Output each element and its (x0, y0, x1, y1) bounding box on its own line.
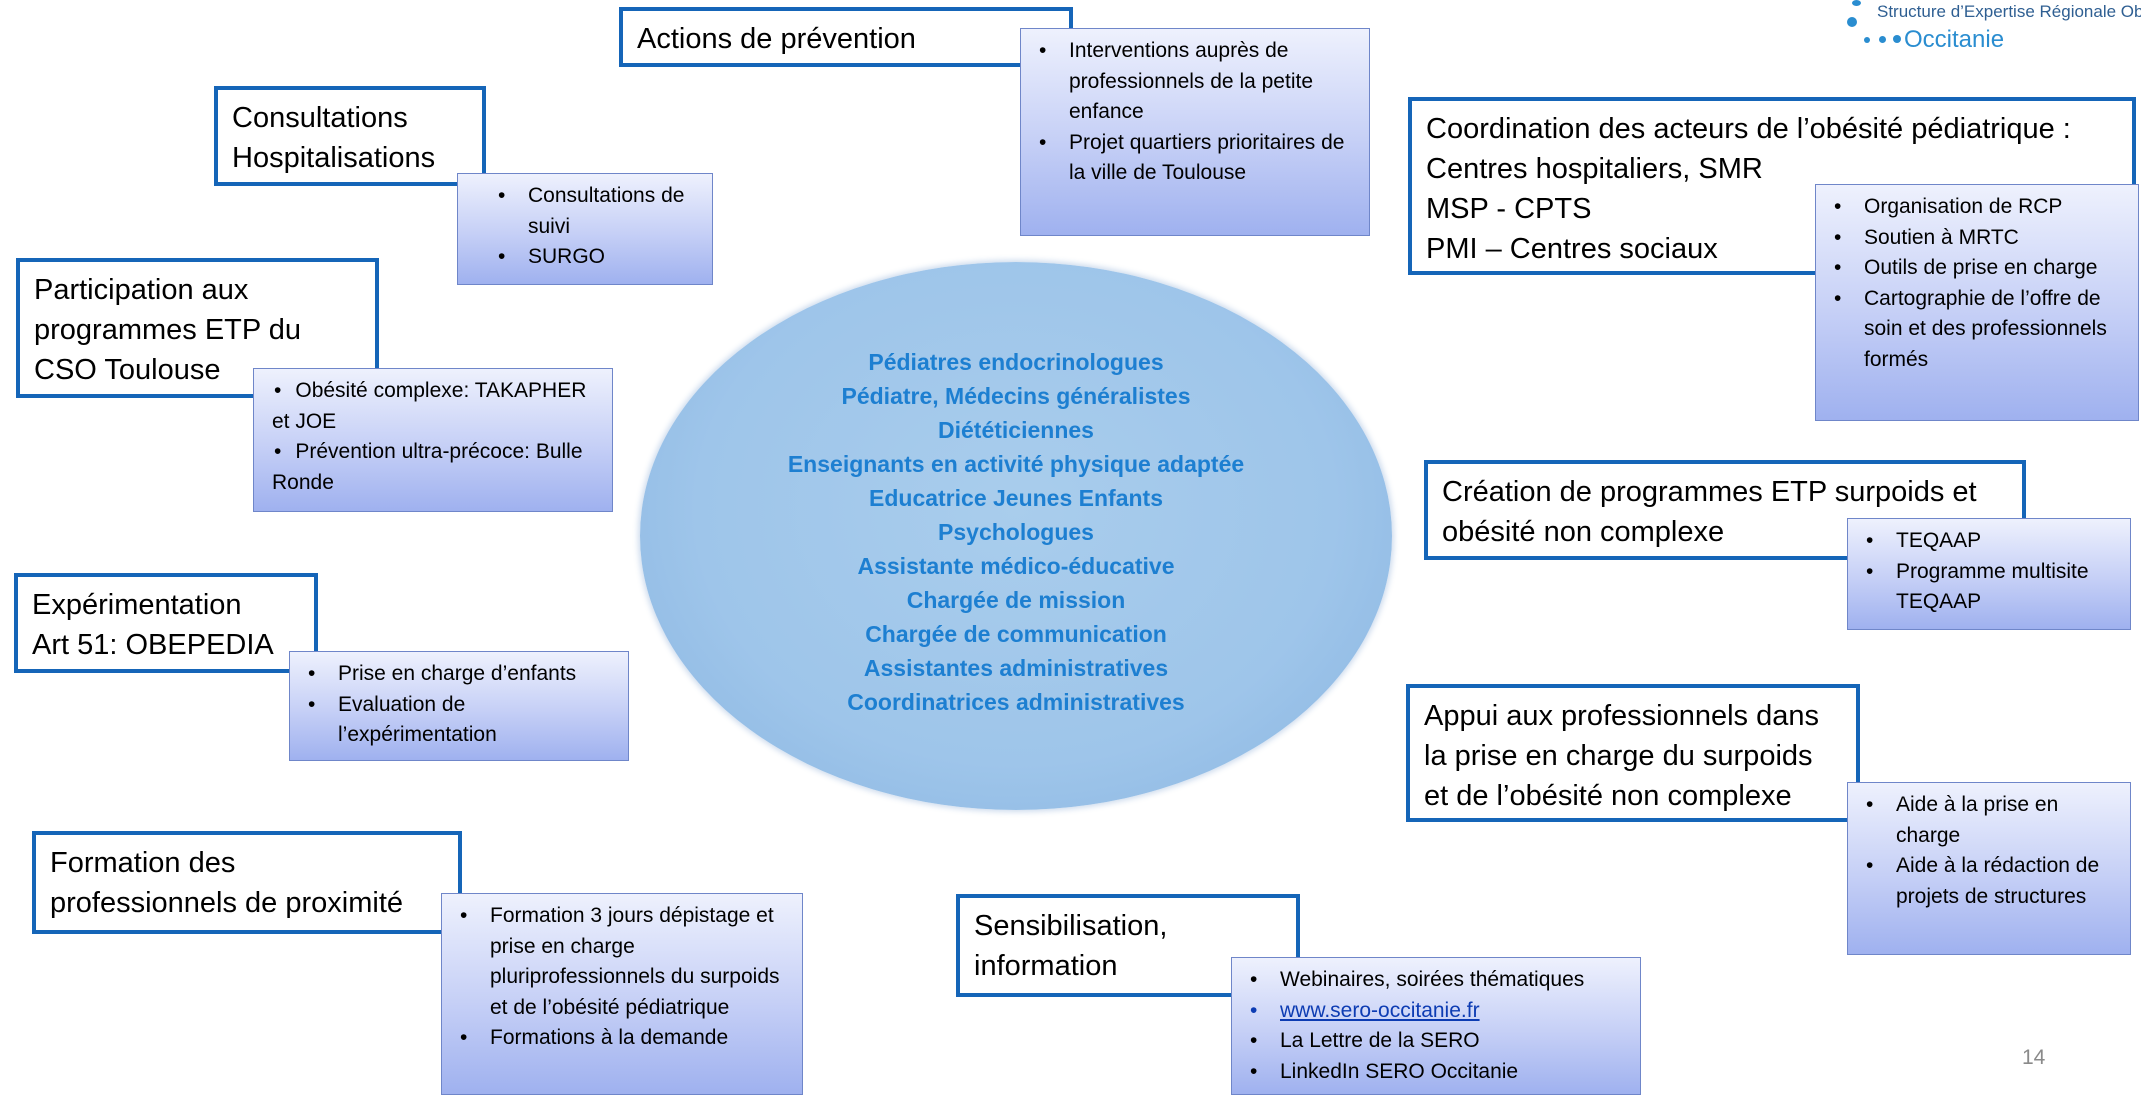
page-number: 14 (2022, 1046, 2046, 1069)
experimentation-details: Prise en charge d’enfants Evaluation de … (289, 651, 629, 761)
list-item: Cartographie de l’offre de soin et des p… (1834, 284, 2128, 376)
formation-title: Formation des professionnels de proximit… (32, 831, 462, 934)
role-line: Diététiciennes (938, 417, 1094, 443)
appui-details: Aide à la prise en charge Aide à la réda… (1847, 782, 2131, 955)
list-item: Outils de prise en charge (1834, 253, 2128, 284)
role-line: Enseignants en activité physique adaptée (787, 451, 1245, 477)
coordination-details: Organisation de RCP Soutien à MRTC Outil… (1815, 184, 2139, 421)
logo-dot (1893, 35, 1901, 43)
etp-cso-details: Obésité complexe: TAKAPHER et JOE Préven… (253, 368, 613, 512)
list-item: Interventions auprès de professionnels d… (1039, 36, 1359, 128)
list-item: Formations à la demande (460, 1023, 792, 1054)
list-item: TEQAAP (1866, 526, 2120, 557)
role-line: Chargée de communication (865, 621, 1167, 647)
experimentation-title: Expérimentation Art 51: OBEPEDIA (14, 573, 318, 673)
role-line: Chargée de mission (906, 587, 1126, 613)
formation-details: Formation 3 jours dépistage et prise en … (441, 893, 803, 1095)
list-item: Prise en charge d’enfants (308, 659, 618, 690)
website-link[interactable]: www.sero-occitanie.fr (1250, 996, 1630, 1027)
list-item: Aide à la rédaction de projets de struct… (1866, 851, 2120, 912)
list-item: Aide à la prise en charge (1866, 790, 2120, 851)
role-line: Pédiatres endocrinologues (868, 349, 1164, 375)
list-item: Soutien à MRTC (1834, 223, 2128, 254)
logo-dot (1847, 17, 1857, 27)
consultations-title: Consultations Hospitalisations (214, 86, 486, 186)
consultations-details: Consultations de suivi SURGO (457, 173, 713, 285)
list-item: Prévention ultra-précoce: Bulle Ronde (272, 437, 602, 498)
list-item: LinkedIn SERO Occitanie (1250, 1057, 1630, 1088)
logo-dot (1879, 36, 1886, 43)
list-item: Programme multisite TEQAAP (1866, 557, 2120, 618)
logo-tagline: Structure d’Expertise Régionale Ob (1877, 2, 2141, 21)
sensibilisation-details: Webinaires, soirées thématiques www.sero… (1231, 957, 1641, 1095)
logo-name: Occitanie (1904, 26, 2005, 53)
center-ellipse (640, 262, 1392, 810)
prevention-details: Interventions auprès de professionnels d… (1020, 28, 1370, 236)
appui-title: Appui aux professionnels dans la prise e… (1406, 684, 1860, 822)
list-item: Organisation de RCP (1834, 192, 2128, 223)
list-item: Consultations de suivi (498, 181, 702, 242)
role-line: Psychologues (938, 519, 1094, 545)
list-item: SURGO (498, 242, 702, 273)
role-line: Assistantes administratives (863, 655, 1169, 681)
role-line: Assistante médico-éducative (857, 553, 1175, 579)
creation-etp-title: Création de programmes ETP surpoids et o… (1424, 460, 2026, 560)
list-item: Obésité complexe: TAKAPHER et JOE (272, 376, 602, 437)
prevention-title: Actions de prévention (619, 7, 1073, 67)
list-item: La Lettre de la SERO (1250, 1026, 1630, 1057)
role-line: Educatrice Jeunes Enfants (869, 485, 1163, 511)
creation-etp-details: TEQAAP Programme multisite TEQAAP (1847, 518, 2131, 630)
list-item: Webinaires, soirées thématiques (1250, 965, 1630, 996)
list-item: Formation 3 jours dépistage et prise en … (460, 901, 792, 1023)
list-item: Evaluation de l’expérimentation (308, 690, 618, 751)
list-item: Projet quartiers prioritaires de la vill… (1039, 128, 1359, 189)
etp-cso-title: Participation aux programmes ETP du CSO … (16, 258, 379, 398)
center-roles: Pédiatres endocrinologues Pédiatre, Méde… (640, 345, 1392, 719)
logo-dot (1852, 0, 1861, 6)
role-line: Pédiatre, Médecins généralistes (841, 383, 1191, 409)
logo-dot (1864, 37, 1870, 43)
role-line: Coordinatrices administratives (847, 689, 1185, 715)
